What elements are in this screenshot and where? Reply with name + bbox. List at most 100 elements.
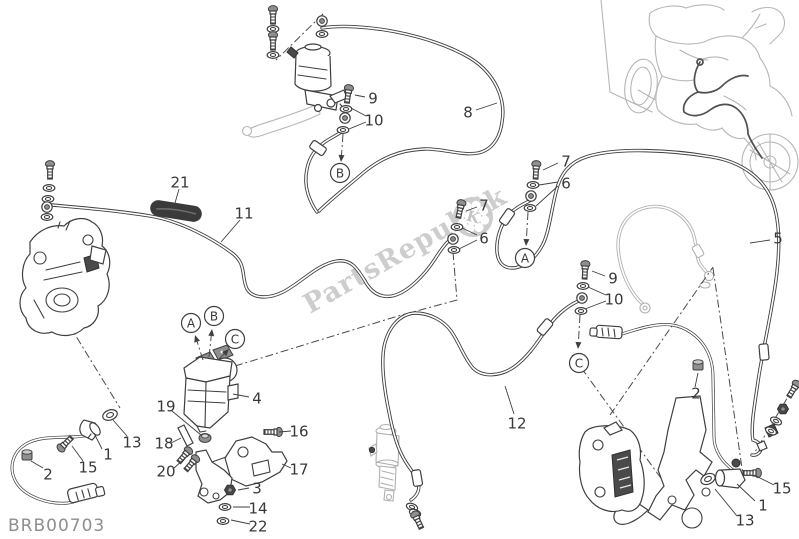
bike-body-sketch [648,4,793,117]
callout-10: 10 [604,290,623,308]
screw-part [455,199,467,220]
callout-6: 6 [561,174,571,192]
callout-2: 2 [43,465,53,483]
rear-wheel-sensor [721,468,746,489]
screw-part [742,467,762,479]
callout-6: 6 [479,229,489,247]
sleeve-part [309,139,327,157]
callout-leader [587,286,607,296]
callout-13: 13 [122,433,141,451]
hex-part [223,484,237,496]
washer-part [218,502,232,512]
rear-hose-ghost [616,204,715,314]
rear-line-12-core [382,299,582,501]
port-letter-B: B [336,166,344,180]
port-arrow-line [218,353,225,360]
callout-leader [749,239,771,244]
motorcycle-location-sketch [600,0,799,191]
washer-part [266,50,280,60]
callout-7: 7 [561,152,571,170]
port-circle-A [180,312,202,334]
brake-lever [246,103,321,138]
port-circle-B [329,162,351,184]
screw-part [267,5,279,25]
washer-part [576,281,590,291]
port-arrow-head [338,154,345,162]
grommet-part [692,359,704,371]
abs-bracket-group [177,424,288,504]
abs-unit [183,344,239,433]
port-arrow-line [577,314,581,343]
washer-part [523,203,537,213]
port-arrow-head [575,341,582,349]
rear-line-5 [495,148,781,457]
callout-20: 20 [156,462,175,480]
callout-leader [281,463,292,469]
callout-leader [504,385,515,415]
port-circle-A [514,247,536,269]
callout-leader [461,227,478,236]
callout-leader [753,474,775,486]
screw-part [786,379,799,399]
port-arrow-head [208,329,215,337]
callout-leader [694,372,699,388]
callout-leader [354,94,366,98]
washer-part [41,194,55,204]
front-master-cylinder [241,43,348,138]
callout-leader [475,102,498,111]
watermark-logo-letter: K [464,207,482,228]
grommet-part [21,449,33,461]
port-arrow-head [221,349,229,357]
callout-22: 22 [248,517,267,535]
callout-9: 9 [368,89,378,107]
callout-17: 17 [289,460,308,478]
banjo-part [576,292,588,304]
front-line-8-outlet-core [305,130,344,213]
port-circle-B [203,305,225,327]
fork-leg [647,395,713,521]
washer-part [764,426,778,436]
callout-8: 8 [463,103,473,121]
washer-part [450,222,464,232]
callout-9: 9 [608,269,618,287]
callout-15: 15 [772,479,791,497]
bracket-17 [224,436,288,487]
callout-leader [736,483,756,502]
callout-16: 16 [289,422,308,440]
washer-part [216,516,230,526]
washer-part [336,125,350,135]
sleeve-part [536,318,554,336]
washer-part [574,306,588,316]
callout-leader [174,188,180,204]
callout-leader [71,445,84,462]
bike-brakeline-highlight [682,61,763,159]
callout-15: 15 [78,458,97,476]
callout-leader [591,270,606,277]
callout-3: 3 [252,479,262,497]
banjo-part [316,15,328,27]
banjo-part [41,201,53,213]
callout-leader [170,437,182,444]
callout-leader [93,432,103,450]
sensor-bracket [195,449,233,504]
port-circle-C [568,352,590,374]
washer-part [526,180,540,190]
callout-leader [542,162,559,171]
callout-leader [714,488,738,517]
callout-leader [584,300,607,310]
washer-part [769,416,783,426]
callout-leader [278,430,292,433]
rear-sensor-cable-core [621,323,734,471]
port-letter-A: A [187,316,196,330]
port-letter-C: C [575,356,583,370]
rear-line-12 [381,298,583,502]
callout-leader [458,239,478,250]
screw-part [531,160,542,180]
callout-5: 5 [773,229,783,247]
callout-leader [232,393,250,398]
callout-12: 12 [507,414,526,432]
callout-2: 2 [691,384,701,402]
callout-19: 19 [156,397,175,415]
callout-1: 1 [103,445,113,463]
